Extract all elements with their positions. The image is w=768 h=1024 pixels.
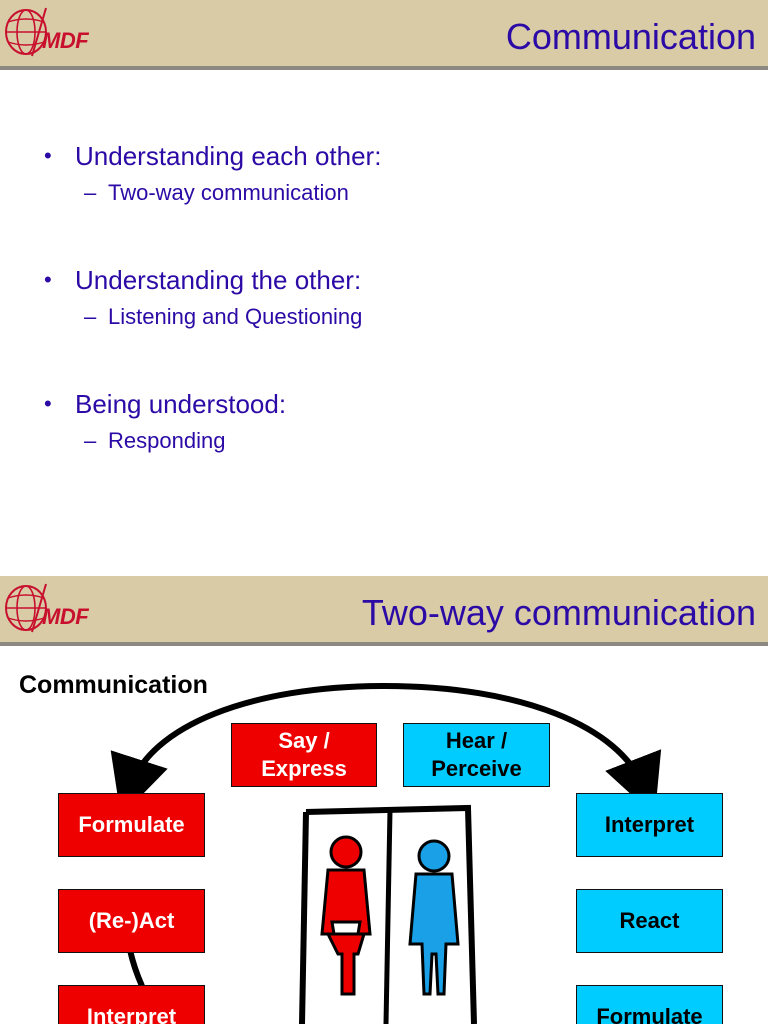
bullet-text: Being understood: — [75, 389, 287, 419]
formulate-box: Formulate — [576, 985, 723, 1024]
formulate-box: Formulate — [58, 793, 205, 857]
box-label: Formulate — [596, 1004, 703, 1024]
dash-icon: – — [84, 428, 97, 453]
mdf-logo: MDF — [2, 2, 112, 64]
slide-two-way-communication: MDF Two-way communication Communication … — [0, 576, 768, 1024]
slide-title: Communication — [505, 16, 756, 57]
slide-header: MDF Communication — [0, 0, 768, 70]
bullet-text: Understanding each other: — [75, 141, 382, 171]
arrows-diagram — [110, 683, 662, 988]
interpret-box: Interpret — [58, 985, 205, 1024]
connector-line — [127, 949, 145, 988]
globe-icon — [5, 583, 47, 633]
sub-bullet-text: Responding — [108, 428, 226, 453]
diagram-title: Communication — [19, 671, 208, 699]
mdf-logo: MDF — [2, 578, 112, 640]
dash-icon: – — [84, 180, 97, 205]
bullet-item: • Understanding each other: –Two-way comm… — [44, 138, 744, 262]
slide-header: MDF Two-way communication — [0, 576, 768, 646]
slide-communication: MDF Communication • Understanding each ot… — [0, 0, 768, 510]
globe-icon — [5, 7, 47, 57]
people-illustration — [299, 804, 477, 1024]
box-label: React — [619, 908, 680, 933]
arc-arrow — [384, 683, 662, 816]
logo-text: MDF — [42, 28, 89, 53]
interpret-box: Interpret — [576, 793, 723, 857]
box-line: Say / — [278, 728, 330, 753]
slide-title: Two-way communication — [361, 592, 756, 633]
box-label: Formulate — [78, 812, 185, 837]
box-line: Perceive — [431, 756, 522, 781]
woman-icon — [320, 835, 372, 996]
box-label: Interpret — [604, 812, 695, 837]
man-icon — [408, 839, 460, 996]
dash-icon: – — [84, 304, 97, 329]
box-label: Interpret — [86, 1004, 177, 1024]
frame-divider — [383, 809, 393, 1024]
logo-text: MDF — [42, 604, 89, 629]
box-line: Express — [261, 756, 347, 781]
bullet-text: Understanding the other: — [75, 265, 362, 295]
say-express-box: Say / Express — [231, 723, 377, 787]
bullet-dot-icon: • — [44, 267, 52, 292]
hear-perceive-box: Hear / Perceive — [403, 723, 550, 787]
react-box: (Re-)Act — [58, 889, 205, 953]
sub-bullet-text: Listening and Questioning — [108, 304, 363, 329]
arc-arrow — [110, 683, 386, 817]
react-box: React — [576, 889, 723, 953]
bullet-dot-icon: • — [44, 391, 52, 416]
sub-bullet-text: Two-way communication — [108, 180, 349, 205]
bullet-dot-icon: • — [44, 143, 52, 168]
box-line: Hear / — [445, 728, 508, 753]
box-label: (Re-)Act — [88, 908, 175, 933]
bullet-list: •Understanding each other: –Two-way comm… — [44, 138, 744, 510]
bullet-item: • Understanding the other: –Listening and… — [44, 262, 744, 386]
bullet-item: • Being understood: –Responding — [44, 386, 744, 510]
